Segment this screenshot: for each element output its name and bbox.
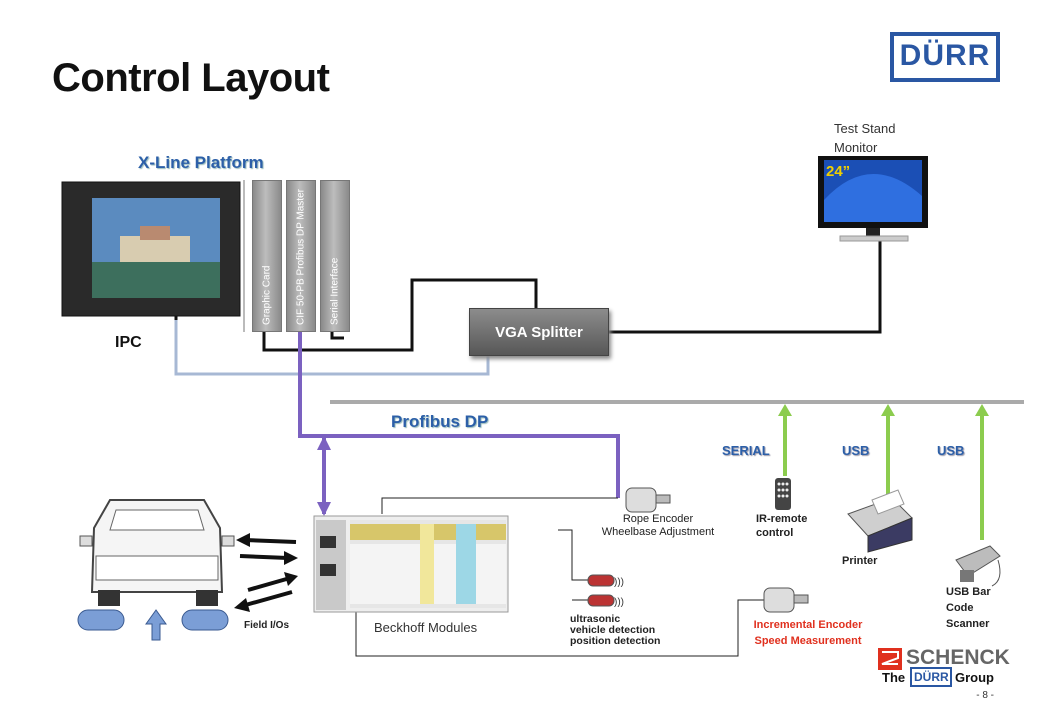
monitor-line [609,240,882,334]
serial-line [330,332,344,340]
profibus-label: Profibus DP [391,412,489,431]
incremental-encoder-graphic [763,587,809,613]
printer-label: Printer [842,555,878,567]
ir-remote-graphic [775,478,791,510]
svg-text:))): ))) [614,597,624,608]
serial-connector-label: SERIAL [722,443,770,458]
schenck-logo-mark [878,648,902,670]
platform-heading: X-Line Platform [138,153,264,172]
printer-graphic [847,489,913,553]
durr-logo: DÜRR [890,32,1000,82]
beckhoff-label: Beckhoff Modules [374,620,478,635]
vga-line [174,320,490,376]
monitor-graphic [818,156,928,242]
ultrasonic-sensors: ))) ))) [587,574,624,608]
usb-scanner-label: USB [937,443,965,458]
page-number: - 8 - [976,690,994,701]
rope-encoder-graphic [625,487,671,513]
incremental-encoder-label: Incremental Encoder Speed Measurement [753,619,863,647]
footer-durr: DÜRR [914,670,949,684]
page-title: Control Layout [52,56,330,100]
scanner-label: USB Bar Code Scanner [946,586,991,630]
serial-interface-card: Serial Interface [320,180,350,332]
footer-group: Group [955,670,994,685]
graphic-card-line [262,278,538,352]
ir-remote-label: IR-remote control [756,513,808,539]
svg-text:))): ))) [614,577,624,588]
beckhoff-modules-graphic [313,515,509,613]
vga-splitter: VGA Splitter [469,308,609,356]
profibus-line [298,332,620,498]
ipc-panel [61,181,241,317]
field-io-label: Field I/Os [244,620,290,631]
ultrasonic-label: ultrasonic vehicle detection position de… [570,613,661,647]
graphic-card: Graphic Card [252,180,282,332]
usb-printer-label: USB [842,443,870,458]
monitor-size: 24” [826,163,851,180]
vehicle-graphic [77,499,235,641]
field-io-arrows [234,533,298,612]
footer-the: The [882,670,906,685]
durr-footer-box [910,667,952,687]
ipc-label: IPC [115,334,142,351]
scanner-graphic [955,545,1001,587]
green-arrows [778,404,989,540]
schenck-logo-text: SCHENCK [906,646,1010,669]
monitor-label: Test Stand Monitor [834,121,896,155]
profibus-master-card: CIF 50-PB Profibus DP Master [286,180,316,332]
rope-encoder-label: Rope Encoder Wheelbase Adjustment [601,513,715,538]
